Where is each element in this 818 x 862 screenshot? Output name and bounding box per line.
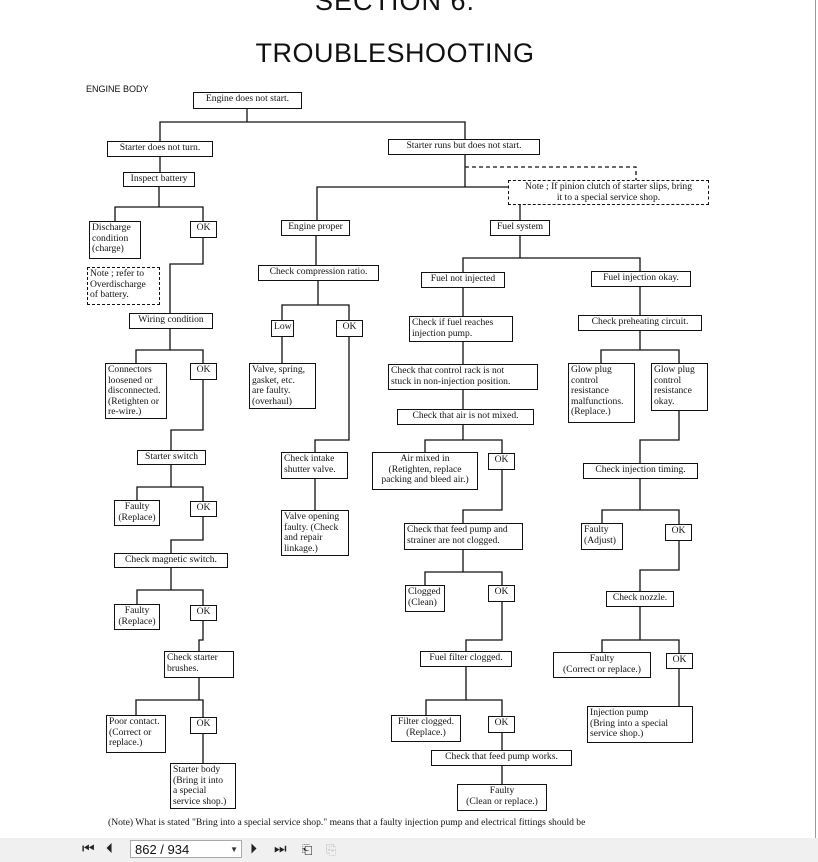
flow-box: OK xyxy=(190,717,217,734)
flow-box: Check that air is not mixed. xyxy=(397,409,534,425)
flow-box: Starter does not turn. xyxy=(107,141,213,157)
document-page: SECTION 6. TROUBLESHOOTING ENGINE BODY E… xyxy=(86,0,709,828)
flow-box: Starter runs but does not start. xyxy=(388,139,540,155)
flow-box: Discharge condition (charge) xyxy=(89,221,141,259)
subtitle: ENGINE BODY xyxy=(86,84,149,94)
flow-box: Faulty (Replace) xyxy=(114,604,160,630)
page-navigation-toolbar: ⏮ ⏴ 862 / 934 ▼ ⏵ ⏭ ⎗ ⎘ xyxy=(0,838,818,862)
flow-box: Injection pump (Bring into a special ser… xyxy=(587,706,693,743)
flow-box: OK xyxy=(190,363,217,380)
section-heading: SECTION 6. xyxy=(314,0,476,16)
copy-page-icon[interactable]: ⎗ xyxy=(302,842,313,857)
prev-page-icon[interactable]: ⏴ xyxy=(106,842,113,857)
first-page-icon[interactable]: ⏮ xyxy=(82,842,95,857)
flow-box: Check starter brushes. xyxy=(164,651,234,678)
flow-box: Clogged (Clean) xyxy=(405,585,445,612)
flow-box: Check preheating circuit. xyxy=(578,315,702,331)
next-page-icon[interactable]: ⏵ xyxy=(250,842,257,857)
flow-box: Faulty (Correct or replace.) xyxy=(553,652,651,678)
flowchart-connectors xyxy=(114,109,680,784)
last-page-icon[interactable]: ⏭ xyxy=(274,842,287,857)
flow-box: Check that feed pump and strainer are no… xyxy=(404,523,523,550)
flow-box: Starter switch xyxy=(137,450,206,465)
flow-box: Air mixed in (Retighten, replace packing… xyxy=(372,452,478,490)
flow-box: Check injection timing. xyxy=(583,463,698,479)
flow-box: OK xyxy=(488,716,515,733)
flow-box: OK xyxy=(190,605,217,621)
flow-box: Connectors loosened or disconnected. (Re… xyxy=(105,363,167,419)
flow-box: OK xyxy=(666,653,693,669)
flow-box: Engine proper xyxy=(281,220,350,236)
scrollbar-edge xyxy=(815,0,816,838)
flow-box: Fuel injection okay. xyxy=(591,271,691,287)
flow-box: Faulty (Adjust) xyxy=(581,523,623,550)
flow-box: OK xyxy=(488,585,515,602)
flow-box: Glow plug control resistance malfunction… xyxy=(568,363,635,423)
flow-box: OK xyxy=(488,453,515,470)
flow-box: Glow plug control resistance okay. xyxy=(651,363,708,411)
flow-box: Starter body (Bring it into a special se… xyxy=(170,763,236,809)
flow-box: Valve, spring, gasket, etc. are faulty. … xyxy=(249,363,316,409)
note-box: Note ; If pinion clutch of starter slips… xyxy=(508,180,709,205)
note-box: Note ; refer to Overdischarge of battery… xyxy=(87,267,160,305)
flow-box: Valve opening faulty. (Check and repair … xyxy=(281,510,349,556)
chevron-down-icon: ▼ xyxy=(230,845,238,854)
flow-box: OK xyxy=(190,221,217,238)
flow-box: Engine does not start. xyxy=(193,92,302,109)
flow-box: Check intake shutter valve. xyxy=(281,452,348,479)
page-title: TROUBLESHOOTING xyxy=(255,38,535,68)
flow-box: Check nozzle. xyxy=(606,591,674,607)
flow-box: OK xyxy=(665,524,692,541)
flow-box: Check that feed pump works. xyxy=(431,750,572,766)
page-number-select[interactable]: 862 / 934 ▼ xyxy=(130,840,242,858)
flow-box: Check magnetic switch. xyxy=(114,553,228,568)
flow-box: OK xyxy=(336,320,363,337)
flow-box: Wiring condition xyxy=(129,313,213,329)
page-number-value: 862 / 934 xyxy=(135,842,190,857)
flow-box: Fuel filter clogged. xyxy=(420,651,512,667)
flow-box: Faulty (Clean or replace.) xyxy=(457,784,547,811)
flow-box: OK xyxy=(190,501,217,517)
flow-box: Check if fuel reaches injection pump. xyxy=(409,316,513,342)
flow-box: Inspect battery xyxy=(123,172,195,187)
flow-box: Check compression ratio. xyxy=(258,265,379,281)
paste-page-icon: ⎘ xyxy=(326,842,337,857)
flow-box: Faulty (Replace) xyxy=(114,500,160,526)
flow-box: Fuel not injected xyxy=(421,272,505,288)
flow-box: Low xyxy=(271,320,294,337)
flow-box: Poor contact. (Correct or replace.) xyxy=(106,715,166,753)
footnote: (Note) What is stated "Bring into a spec… xyxy=(108,817,586,828)
flow-box: Fuel system xyxy=(490,220,550,236)
flow-box: Filter clogged. (Replace.) xyxy=(391,715,461,742)
flow-box: Check that control rack is not stuck in … xyxy=(388,364,538,390)
